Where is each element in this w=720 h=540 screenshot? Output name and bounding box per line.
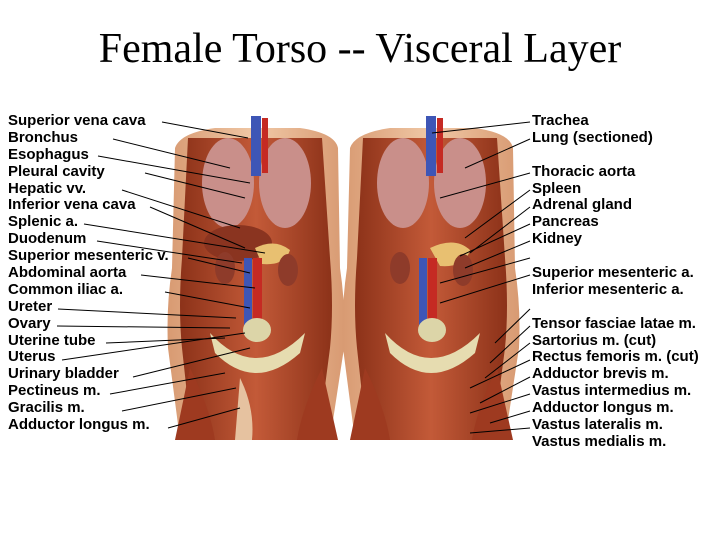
- right-labels: Trachea Lung (sectioned) Thoracic aorta …: [532, 112, 699, 451]
- label-adductor-brevis-m: Adductor brevis m.: [532, 365, 669, 383]
- label-gracilis-m: Gracilis m.: [8, 399, 85, 417]
- page-title: Female Torso -- Visceral Layer: [98, 26, 622, 72]
- label-duodenum: Duodenum: [8, 230, 87, 248]
- label-abdominal-aorta: Abdominal aorta: [8, 264, 127, 282]
- left-labels: Superior vena cava Bronchus Esophagus Pl…: [8, 112, 169, 434]
- left-torso: [167, 116, 345, 440]
- label-spacer: [532, 248, 699, 265]
- label-superior-mesenteric-v: Superior mesenteric v.: [8, 247, 169, 265]
- label-spleen: Spleen: [532, 179, 582, 197]
- label-sartorius-m-cut: Sartorius m. (cut): [532, 331, 657, 349]
- label-tensor-fasciae-latae-m: Tensor fasciae latae m.: [532, 314, 696, 332]
- label-adductor-longus-m: Adductor longus m.: [8, 416, 150, 434]
- label-thoracic-aorta: Thoracic aorta: [532, 162, 636, 180]
- anatomy-illustration: [56, 116, 531, 440]
- label-adrenal-gland: Adrenal gland: [532, 196, 633, 214]
- label-rectus-femoris-m-cut: Rectus femoris m. (cut): [532, 348, 699, 366]
- label-spacer: [532, 299, 699, 316]
- label-uterine-tube: Uterine tube: [8, 331, 96, 349]
- label-inferior-vena-cava: Inferior vena cava: [8, 196, 136, 214]
- label-ureter: Ureter: [8, 297, 53, 315]
- label-pectineus-m: Pectineus m.: [8, 382, 101, 400]
- label-trachea: Trachea: [532, 112, 589, 129]
- label-urinary-bladder: Urinary bladder: [8, 365, 119, 383]
- label-pancreas: Pancreas: [532, 213, 599, 231]
- right-leader-lines: [431, 121, 531, 434]
- label-vastus-lateralis-m: Vastus lateralis m.: [532, 416, 663, 434]
- label-pleural-cavity: Pleural cavity: [8, 162, 105, 180]
- label-superior-mesenteric-a: Superior mesenteric a.: [532, 264, 694, 282]
- label-adductor-longus-m-right: Adductor longus m.: [532, 399, 674, 417]
- label-bronchus: Bronchus: [8, 128, 79, 146]
- label-superior-vena-cava: Superior vena cava: [8, 112, 146, 129]
- left-leader-lines: [56, 121, 266, 429]
- label-ovary: Ovary: [8, 314, 51, 332]
- label-inferior-mesenteric-a: Inferior mesenteric a.: [532, 280, 684, 298]
- label-splenic-a: Splenic a.: [8, 213, 79, 231]
- label-kidney: Kidney: [532, 230, 583, 248]
- right-torso: [342, 116, 520, 440]
- label-vastus-intermedius-m: Vastus intermedius m.: [532, 382, 692, 400]
- label-hepatic-vv: Hepatic vv.: [8, 179, 87, 197]
- label-common-iliac-a: Common iliac a.: [8, 280, 124, 298]
- label-vastus-medialis-m: Vastus medialis m.: [532, 432, 667, 450]
- label-spacer: [532, 147, 699, 164]
- label-uterus: Uterus: [8, 348, 56, 366]
- label-lung-sectioned: Lung (sectioned): [532, 128, 653, 146]
- label-esophagus: Esophagus: [8, 145, 89, 163]
